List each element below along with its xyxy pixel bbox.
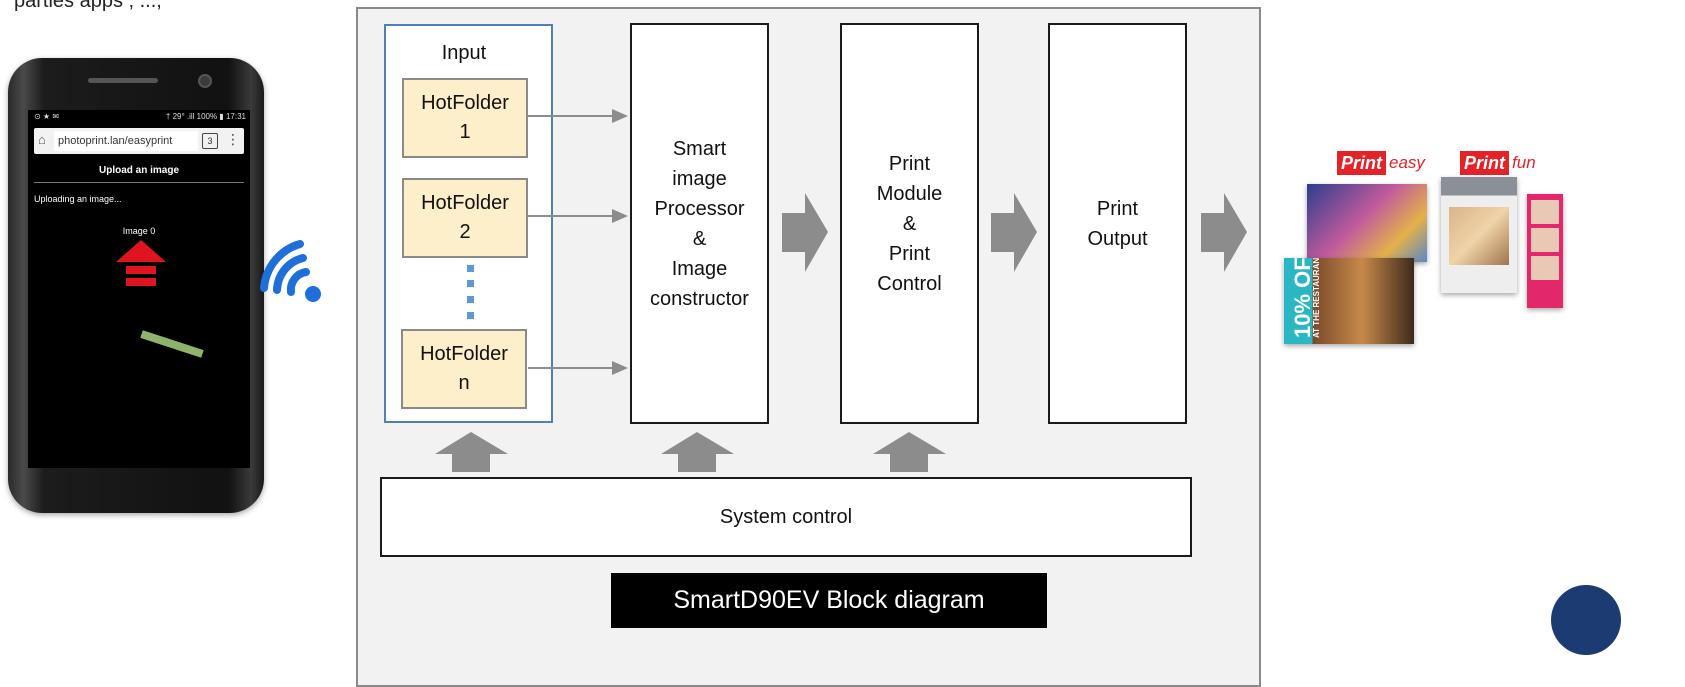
smartphone: ⊙ ★ ✉ † 29° .ill 100% ▮ 17:31 ⌂ photopri… — [8, 58, 264, 513]
header-note: parties apps ; ..., — [14, 0, 162, 12]
phone-camera — [198, 74, 212, 88]
hotfolder-1: HotFolder 1 — [402, 78, 528, 158]
home-icon[interactable]: ⌂ — [38, 132, 46, 147]
portrait-photo — [1449, 207, 1509, 265]
status-right: † 29° .ill 100% ▮ 17:31 — [165, 112, 246, 121]
tabs-count-button[interactable]: 3 — [202, 133, 218, 149]
image-label: Image 0 — [122, 226, 156, 236]
upload-arrow-icon — [116, 240, 166, 286]
status-bar: ⊙ ★ ✉ † 29° .ill 100% ▮ 17:31 — [28, 110, 250, 124]
print-output-block: Print Output — [1048, 23, 1187, 424]
corner-badge — [1551, 585, 1621, 655]
brand-word: fun — [1512, 153, 1536, 172]
brand-box: Print — [1337, 151, 1387, 175]
upload-title: Upload an image — [98, 165, 179, 176]
input-title: Input — [441, 42, 487, 64]
photo-strip-print — [1527, 194, 1563, 308]
strip-frame — [1531, 200, 1559, 224]
promo-photo-print: 10% OFF! AT THE RESTAURANT — [1284, 258, 1414, 344]
system-control-block: System control — [380, 477, 1192, 557]
phone-speaker — [88, 78, 158, 83]
strip-frame — [1531, 228, 1559, 252]
menu-icon[interactable]: ⋮ — [226, 131, 240, 147]
uploading-image-thumbnail — [140, 330, 204, 358]
smart-image-processor-block: Smart image Processor & Image constructo… — [630, 23, 769, 424]
ellipsis-dots-icon — [467, 265, 474, 319]
wifi-icon — [260, 240, 321, 302]
hotfolder-n: HotFolder n — [401, 329, 527, 409]
uploading-text: Uploading an image... — [34, 194, 122, 204]
brand-box: Print — [1460, 151, 1510, 175]
url-field[interactable]: photoprint.lan/easyprint — [54, 131, 198, 151]
print-easy-logo: Print easy — [1337, 151, 1425, 175]
party-photo-print — [1307, 184, 1427, 262]
print-fun-logo: Print fun — [1460, 151, 1536, 175]
fashion-photo-print — [1441, 177, 1517, 293]
strip-frame — [1531, 256, 1559, 280]
browser-url-bar[interactable]: ⌂ photoprint.lan/easyprint 3 ⋮ — [34, 128, 244, 154]
brand-word: easy — [1389, 153, 1425, 172]
print-module-block: Print Module & Print Control — [840, 23, 979, 424]
phone-screen: ⊙ ★ ✉ † 29° .ill 100% ▮ 17:31 ⌂ photopri… — [28, 110, 250, 468]
status-left: ⊙ ★ ✉ — [34, 112, 60, 121]
diagram-caption: SmartD90EV Block diagram — [611, 573, 1047, 628]
promo-sub-text: AT THE RESTAURANT — [1312, 258, 1321, 338]
hotfolder-2: HotFolder 2 — [402, 178, 528, 258]
divider — [34, 182, 244, 183]
